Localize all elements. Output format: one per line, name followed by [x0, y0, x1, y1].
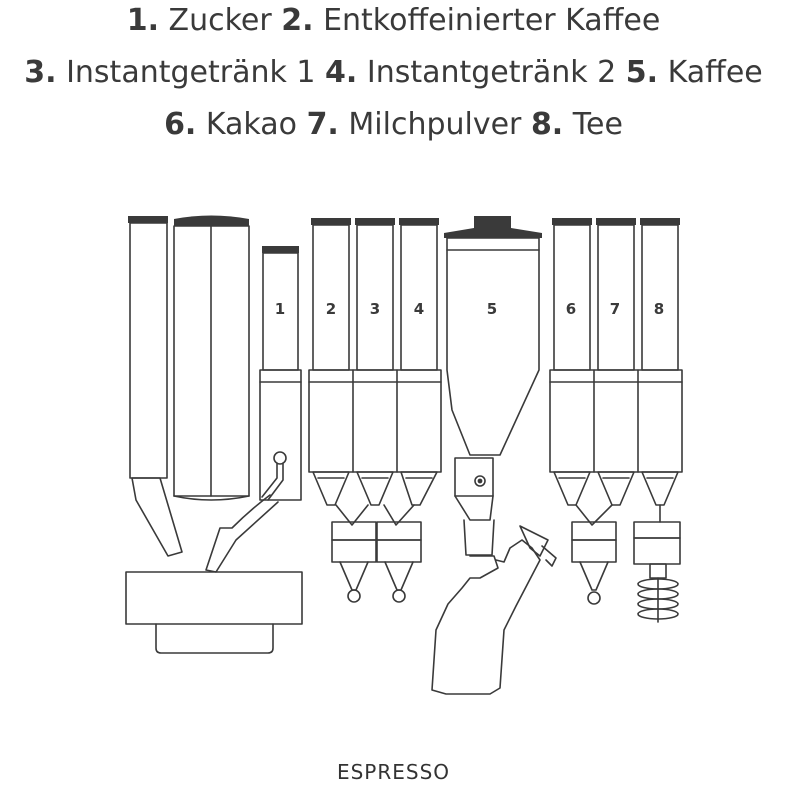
mixer-c-top — [571, 521, 617, 541]
tea-coil — [637, 577, 679, 623]
canister-5-doser — [454, 457, 494, 497]
canister-3-top — [356, 224, 394, 371]
funnel-3 — [356, 471, 394, 506]
legend-row-3: 6. Kakao 7. Milchpulver 8. Tee — [0, 104, 787, 146]
mixer-b-top — [376, 521, 422, 541]
funnel-4 — [400, 471, 438, 506]
canister-1-base — [259, 369, 302, 501]
doser-knob — [474, 475, 486, 487]
canister-8-label: 8 — [654, 300, 664, 318]
legend-item-1: 1. Zucker — [126, 3, 272, 38]
mixer-c-outlet — [587, 591, 601, 605]
canister-5-body — [446, 237, 540, 456]
canister-7-lid — [596, 218, 636, 225]
bean-hopper — [173, 215, 250, 501]
legend-item-5: 5. Kaffee — [625, 55, 763, 90]
canister-4-lid — [399, 218, 439, 225]
canister-678-base — [549, 369, 683, 473]
milk-jug-body — [431, 539, 541, 695]
canister-234-base — [308, 369, 442, 473]
mixer-c-body — [571, 539, 617, 563]
milk-jug — [431, 525, 557, 695]
legend-item-2: 2. Entkoffeinierter Kaffee — [281, 3, 661, 38]
canister-5: 5 — [444, 216, 542, 556]
tea-brewer-top — [633, 521, 681, 539]
canister-8-top — [641, 224, 679, 371]
legend-item-4: 4. Instantgetränk 2 — [325, 55, 617, 90]
canister-3-lid — [355, 218, 395, 225]
legend-row-1: 1. Zucker 2. Entkoffeinierter Kaffee — [0, 0, 787, 42]
mixer-a-body — [331, 539, 377, 563]
canister-5-label: 5 — [487, 300, 497, 318]
mixer-a-outlet — [347, 589, 361, 603]
canister-1-label: 1 — [275, 300, 285, 318]
legend-row-2: 3. Instantgetränk 1 4. Instantgetränk 2 … — [0, 52, 787, 94]
brewer-block — [125, 571, 303, 625]
sugar-arm — [261, 463, 284, 501]
canister-2-top — [312, 224, 350, 371]
mixer-b-nozzle — [384, 561, 414, 591]
sugar-knob — [273, 451, 287, 465]
mixer-c-nozzle — [579, 561, 609, 591]
canister-1: 1 — [259, 246, 302, 501]
legend-item-7: 7. Milchpulver — [306, 107, 522, 142]
canister-6-top — [553, 224, 591, 371]
mixer-a-top — [331, 521, 377, 541]
canister-left-lid — [128, 216, 168, 223]
funnel-7 — [597, 471, 635, 506]
canister-1-lid — [262, 246, 299, 253]
machine-type-label: ESPRESSO — [336, 760, 451, 784]
canister-8-lid — [640, 218, 680, 225]
mixer-b-body — [376, 539, 422, 563]
grinder-chute — [205, 494, 279, 573]
canister-left-chute — [131, 477, 183, 557]
canister-3-label: 3 — [370, 300, 380, 318]
canister-6-lid — [552, 218, 592, 225]
canister-left-body — [129, 222, 168, 479]
funnel-2 — [312, 471, 350, 506]
mixer-a-nozzle — [339, 561, 369, 591]
funnel-8 — [641, 471, 679, 506]
canister-group-234: 2 3 4 — [308, 218, 442, 603]
canister-group-678: 6 7 8 — [549, 218, 683, 623]
canister-7-top — [597, 224, 635, 371]
bean-hopper-lid — [174, 215, 249, 226]
brewer-drawer — [155, 623, 274, 654]
funnel-6 — [553, 471, 591, 506]
canister-2-label: 2 — [326, 300, 336, 318]
legend-item-8: 8. Tee — [530, 107, 623, 142]
canister-6-label: 6 — [566, 300, 576, 318]
canister-left-tall — [128, 216, 183, 557]
canister-2-lid — [311, 218, 351, 225]
canister-5-lid — [444, 216, 542, 238]
mixer-b-outlet — [392, 589, 406, 603]
legend-item-3: 3. Instantgetränk 1 — [24, 55, 316, 90]
canister-4-label: 4 — [414, 300, 424, 318]
legend-item-6: 6. Kakao — [164, 107, 298, 142]
brewer-unit — [125, 571, 303, 654]
canister-4-top — [400, 224, 438, 371]
milk-jug-handle — [519, 525, 549, 557]
legend: 1. Zucker 2. Entkoffeinierter Kaffee 3. … — [0, 0, 787, 146]
bean-hopper-base — [173, 495, 250, 501]
canister-7-label: 7 — [610, 300, 620, 318]
tea-brewer-body — [633, 537, 681, 565]
